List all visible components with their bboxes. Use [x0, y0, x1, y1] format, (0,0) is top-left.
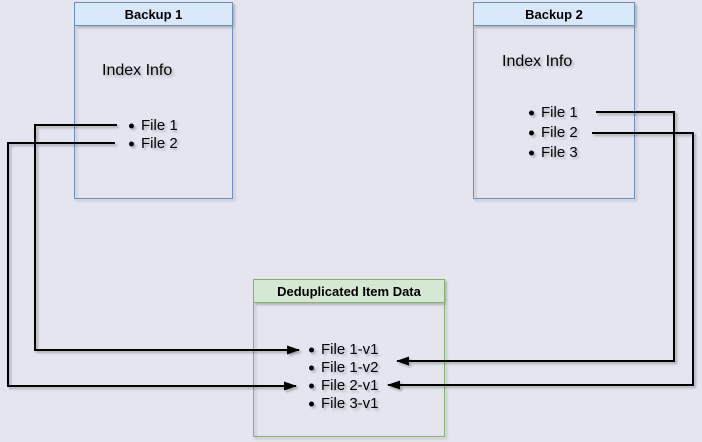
- backup1-index-info-label: Index Info: [102, 62, 173, 79]
- file-item: File 1-v1: [321, 341, 379, 358]
- file-item: File 2-v1: [321, 377, 379, 394]
- backup1-title: Backup 1: [75, 3, 232, 26]
- backup2-file-list: File 1 File 2 File 3: [541, 103, 578, 163]
- file-item: File 3-v1: [321, 395, 379, 412]
- backup2-title: Backup 2: [474, 3, 634, 26]
- file-item: File 1: [141, 117, 178, 134]
- file-item: File 1: [541, 104, 578, 121]
- deduplicated-item-data-title: Deduplicated Item Data: [254, 280, 444, 303]
- file-item: File 3: [541, 144, 578, 161]
- backup2-box: Backup 2 Index Info File 1 File 2 File 3: [473, 2, 635, 199]
- file-item: File 1-v2: [321, 359, 379, 376]
- file-item: File 2: [141, 135, 178, 152]
- file-item: File 2: [541, 124, 578, 141]
- backup2-index-info-label: Index Info: [502, 53, 573, 70]
